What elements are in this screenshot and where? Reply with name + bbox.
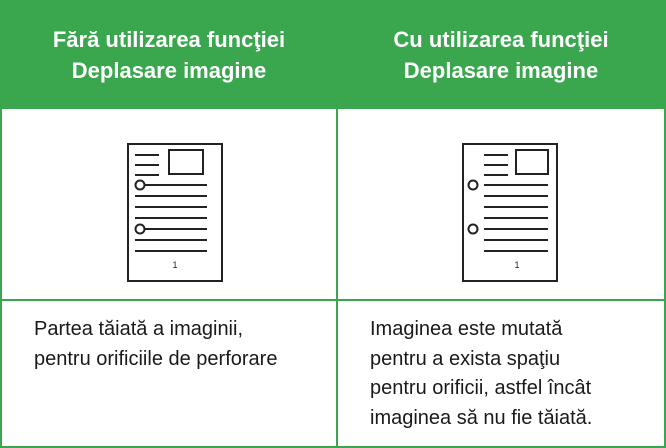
page-cut-illustration: 1 (127, 143, 223, 282)
page-number: 1 (514, 260, 519, 270)
description-without: Partea tăiată a imaginii, pentru orifici… (2, 301, 336, 446)
description-line: Imaginea este mutată (370, 318, 563, 340)
page-number: 1 (172, 260, 177, 270)
header-line: Cu utilizarea funcţiei (393, 26, 609, 52)
description-line: imaginea să nu fie tăiată. (370, 406, 593, 429)
illustration-cell-without: 1 (2, 109, 336, 299)
header-line: Deplasare imagine (71, 57, 267, 83)
header-with-function: Cu utilizarea funcţiei Deplasare imagine (338, 2, 664, 107)
punch-hole-icon (467, 179, 479, 191)
punch-hole-icon (134, 179, 146, 191)
header-line: Deplasare imagine (403, 57, 599, 83)
column-divider (336, 2, 338, 446)
header-line: Fără utilizarea funcţiei (52, 26, 286, 52)
picture-box-icon (515, 149, 549, 175)
page-shifted-illustration: 1 (462, 143, 558, 282)
description-line: pentru orificiile de perforare (34, 347, 278, 370)
row-divider (2, 299, 664, 301)
punch-hole-icon (134, 223, 146, 235)
description-line: pentru orificii, astfel încât (370, 377, 592, 399)
header-without-function: Fără utilizarea funcţiei Deplasare imagi… (2, 2, 336, 107)
description-line: pentru a exista spaţiu (370, 347, 561, 370)
row-divider (2, 107, 664, 109)
description-line: Partea tăiată a imaginii, (34, 318, 244, 340)
illustration-cell-with: 1 (338, 109, 664, 299)
punch-hole-icon (467, 223, 479, 235)
description-with: Imaginea este mutată pentru a exista spa… (338, 301, 664, 446)
picture-box-icon (168, 149, 204, 175)
